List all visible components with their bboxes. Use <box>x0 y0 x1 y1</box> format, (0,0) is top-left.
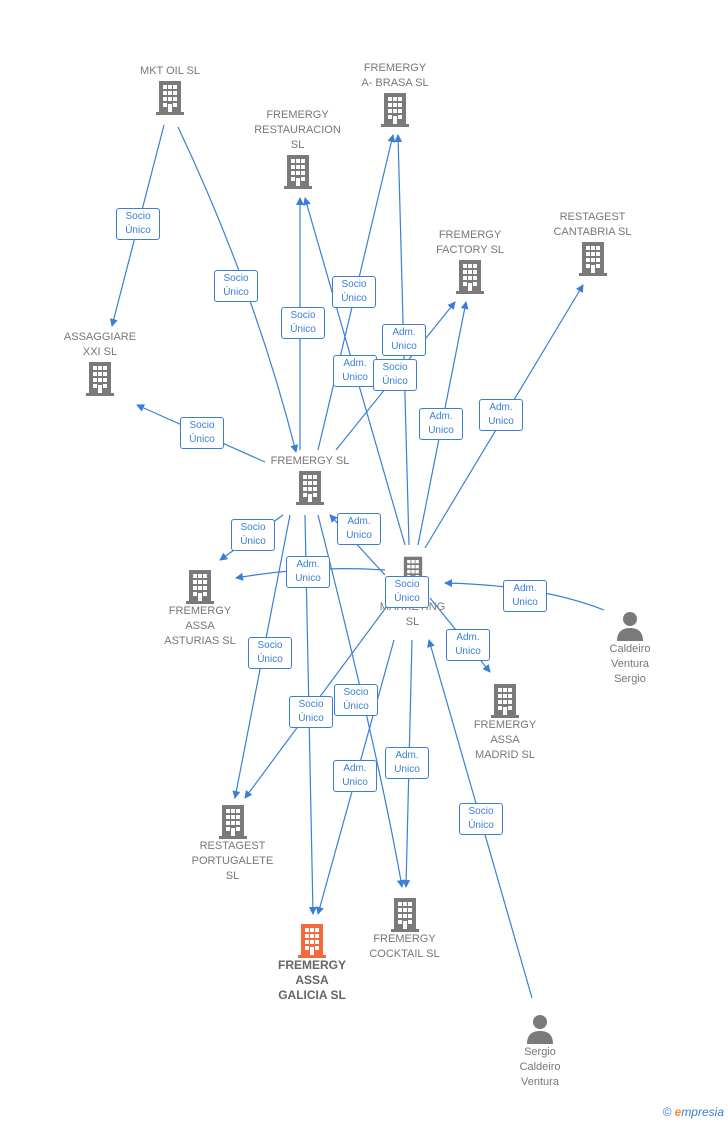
building-icon <box>456 260 484 294</box>
building-icon <box>381 93 409 127</box>
copyright-icon: © <box>662 1105 672 1119</box>
edge-label[interactable]: Socio Único <box>231 519 275 551</box>
node-label: FREMERGY ASSA GALICIA SL <box>277 958 346 1002</box>
edge-fremergy-cocktail <box>317 514 405 888</box>
node-fremergy-cocktail[interactable]: FREMERGY COCKTAIL SL <box>352 896 457 962</box>
node-label: FREMERGY COCKTAIL SL <box>369 933 440 960</box>
edge-label[interactable]: Adm. Unico <box>333 760 377 792</box>
node-label: FREMERGY ASSA MADRID SL <box>473 719 537 761</box>
edge-label[interactable]: Adm. Unico <box>382 324 426 356</box>
building-icon <box>578 242 607 276</box>
node-fremergy-sl[interactable]: FREMERGY SL <box>255 454 365 505</box>
edge-label[interactable]: Adm. Unico <box>385 747 429 779</box>
node-fremergy-assa-asturias[interactable]: FREMERGY ASSA ASTURIAS SL <box>145 568 255 649</box>
node-person-caldeiro-ventura-sergio[interactable]: Caldeiro Ventura Sergio <box>590 610 670 687</box>
node-assaggiare[interactable]: ASSAGGIARE XXI SL <box>50 330 150 396</box>
building-icon <box>218 805 247 839</box>
node-label: RESTAGEST PORTUGALETE SL <box>191 840 274 882</box>
edge-label[interactable]: Socio Único <box>116 208 160 240</box>
edge-label[interactable]: Adm. Unico <box>419 408 463 440</box>
node-label: FREMERGY SL <box>270 455 350 467</box>
edge-label[interactable]: Adm. Unico <box>446 629 490 661</box>
node-restagest-portugalete[interactable]: RESTAGEST PORTUGALETE SL <box>175 803 290 884</box>
edge-label[interactable]: Socio Único <box>289 696 333 728</box>
node-person-sergio-caldeiro-ventura[interactable]: Sergio Caldeiro Ventura <box>500 1013 580 1090</box>
node-fremergy-factory[interactable]: FREMERGY FACTORY SL <box>415 228 525 294</box>
node-label: FREMERGY ASSA ASTURIAS SL <box>164 605 236 647</box>
footer-brand[interactable]: ©empresia <box>663 1105 724 1119</box>
edge-label[interactable]: Socio Único <box>180 417 224 449</box>
node-label: FREMERGY RESTAURACION SL <box>254 109 341 151</box>
edge-label[interactable]: Socio Único <box>281 307 325 339</box>
edge-label[interactable]: Socio Único <box>459 803 503 835</box>
node-label: Sergio Caldeiro Ventura <box>519 1046 561 1088</box>
node-mkt-oil[interactable]: MKT OIL SL <box>120 64 220 115</box>
node-label: MKT OIL SL <box>140 65 200 77</box>
node-label: ASSAGGIARE XXI SL <box>63 331 137 358</box>
edge-label[interactable]: Socio Único <box>334 684 378 716</box>
node-fremergy-a-brasa[interactable]: FREMERGY A- BRASA SL <box>340 61 450 127</box>
edge-label[interactable]: Socio Único <box>373 359 417 391</box>
edge-label[interactable]: Adm. Unico <box>286 556 330 588</box>
node-fremergy-assa-galicia[interactable]: FREMERGY ASSA GALICIA SL <box>257 922 367 1003</box>
building-icon <box>296 471 324 505</box>
building-icon <box>86 362 114 396</box>
edge-label[interactable]: Adm. Unico <box>337 513 381 545</box>
building-icon <box>298 924 326 958</box>
node-label: FREMERGY A- BRASA SL <box>361 62 429 89</box>
node-label: FREMERGY FACTORY SL <box>436 229 504 256</box>
brand-name: mpresia <box>681 1105 724 1119</box>
node-fremergy-assa-madrid[interactable]: FREMERGY ASSA MADRID SL <box>455 682 555 763</box>
building-icon <box>390 898 419 932</box>
person-icon <box>527 1015 553 1044</box>
edge-label[interactable]: Adm. Unico <box>503 580 547 612</box>
building-icon <box>186 570 214 604</box>
building-icon <box>283 155 312 189</box>
edge-label[interactable]: Socio Único <box>248 637 292 669</box>
brand-initial: e <box>674 1105 682 1119</box>
edge-label[interactable]: Socio Único <box>332 276 376 308</box>
edge-label[interactable]: Socio Único <box>385 576 429 608</box>
node-fremergy-restauracion[interactable]: FREMERGY RESTAURACION SL <box>240 108 355 189</box>
building-icon <box>491 684 519 718</box>
node-label: RESTAGEST CANTABRIA SL <box>553 211 632 238</box>
edge-label[interactable]: Adm. Unico <box>479 399 523 431</box>
edge-label[interactable]: Socio Único <box>214 270 258 302</box>
node-restagest-cantabria[interactable]: RESTAGEST CANTABRIA SL <box>535 210 650 276</box>
node-label: Caldeiro Ventura Sergio <box>609 643 651 685</box>
building-icon <box>156 81 184 115</box>
person-icon <box>617 612 643 641</box>
edge-label[interactable]: Adm. Unico <box>333 355 377 387</box>
